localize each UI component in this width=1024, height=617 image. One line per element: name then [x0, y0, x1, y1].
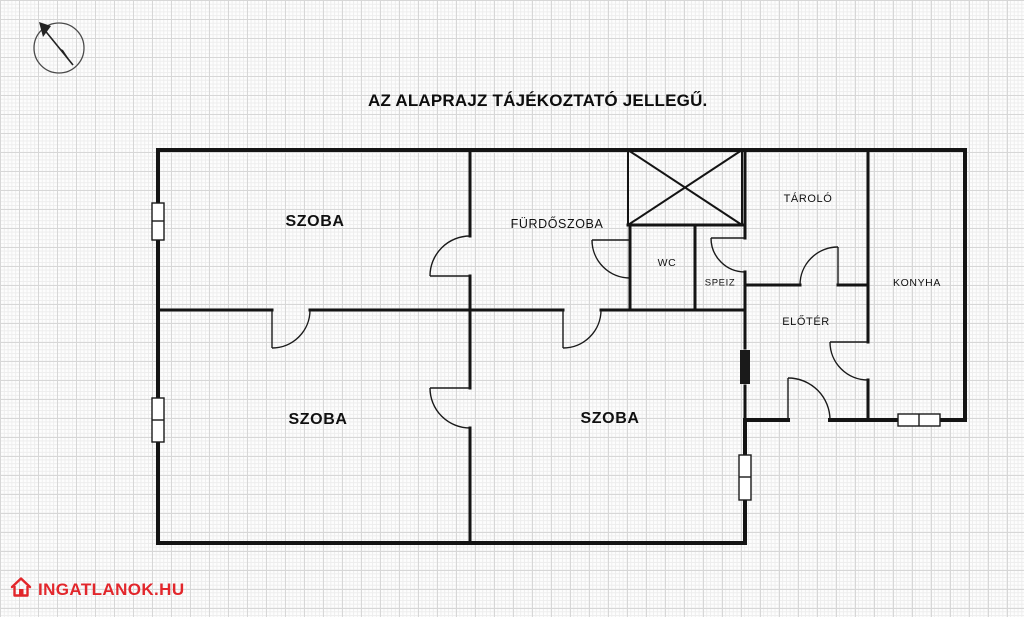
room-label-wc: WC [657, 257, 677, 269]
door-threshold-eloter [740, 350, 750, 384]
compass-icon [28, 14, 90, 85]
site-logo: INGATLANOK.HU [10, 576, 185, 603]
door-arc-szoba-middle [562, 309, 602, 349]
door-arc-wc [591, 239, 631, 279]
room-label-furdoszoba: FÜRDŐSZOBA [510, 217, 604, 231]
interior-walls [156, 148, 870, 545]
room-label-szoba-top-left: SZOBA [285, 213, 345, 230]
site-logo-text: INGATLANOK.HU [38, 579, 185, 599]
door-arc-szoba-bottom-left [271, 309, 311, 349]
room-label-eloter: ELŐTÉR [782, 316, 830, 328]
page-title: AZ ALAPRAJZ TÁJÉKOZTATÓ JELLEGŰ. [368, 91, 708, 110]
door-arc-between-szobas [429, 387, 471, 429]
door-arc-konyha [829, 341, 869, 381]
windows [151, 202, 941, 501]
door-arc-entry [787, 377, 831, 421]
room-label-speiz: SPEIZ [704, 277, 736, 289]
room-label-szoba-bottom-middle: SZOBA [580, 410, 640, 427]
house-icon [10, 576, 32, 603]
door-arc-speiz [710, 237, 746, 273]
door-arc-tarolo [799, 246, 839, 286]
shaft-crossed-box [627, 149, 743, 226]
exterior-walls [156, 148, 967, 545]
room-label-tarolo: TÁROLÓ [783, 193, 833, 205]
door-arc-szoba-top [429, 235, 471, 277]
room-label-szoba-bottom-left: SZOBA [288, 411, 348, 428]
doors [271, 235, 869, 429]
room-label-konyha: KONYHA [893, 277, 941, 289]
